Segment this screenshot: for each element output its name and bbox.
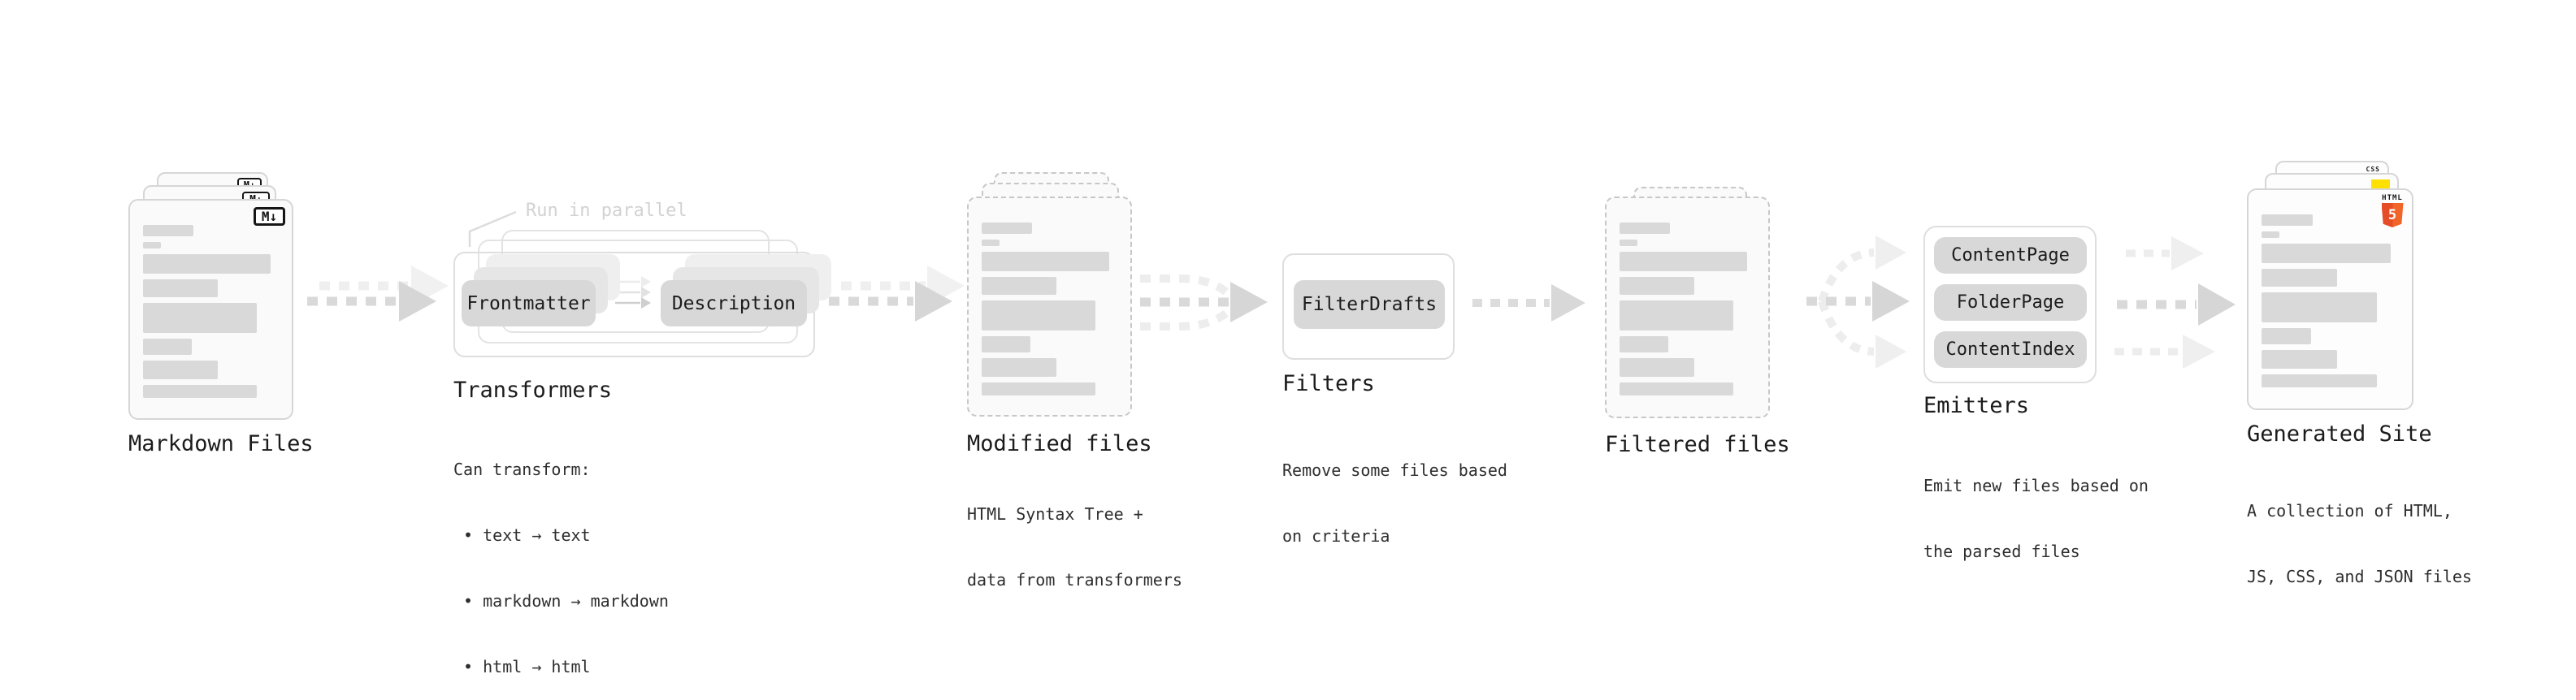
doc-content-placeholder	[969, 198, 1130, 395]
html5-icon-word: HTML	[2382, 194, 2403, 202]
filters-description-line: on criteria	[1282, 526, 1390, 546]
filtered-file-card	[1605, 197, 1770, 418]
placeholder-bar	[982, 240, 1000, 246]
section-label-generated-site: Generated Site	[2247, 421, 2432, 447]
transformers-description-line: • html → html	[453, 657, 591, 676]
generated-site-description-line: JS, CSS, and JSON files	[2247, 567, 2472, 586]
contentindex-node: ContentIndex	[1934, 331, 2087, 368]
placeholder-bar	[2262, 292, 2377, 322]
placeholder-bar	[1620, 336, 1669, 352]
markdown-file-card: M↓	[128, 199, 293, 420]
arrow-emitters-to-site-middle	[2117, 283, 2236, 326]
arrow-markdown-to-transformers	[307, 281, 436, 322]
placeholder-bar	[143, 385, 258, 398]
css-file-icon: CSS	[2366, 166, 2380, 173]
arrow-transformers-to-modified	[829, 281, 952, 322]
folderpage-node: FolderPage	[1934, 284, 2087, 321]
modified-files-description: HTML Syntax Tree + data from transformer…	[967, 460, 1182, 613]
transformers-description: Can transform: • text → text • markdown …	[453, 415, 669, 700]
arrow-filtered-to-emitters	[1806, 281, 1910, 322]
placeholder-bar	[2262, 269, 2337, 287]
arrow-modified-to-filters-merge-top	[1140, 274, 1235, 300]
html5-icon-shield: 5	[2381, 203, 2404, 227]
placeholder-bar	[982, 300, 1096, 331]
arrow-modified-to-filters	[1140, 282, 1268, 322]
section-label-markdown-files: Markdown Files	[128, 431, 314, 456]
generated-site-description-line: A collection of HTML,	[2247, 501, 2452, 521]
modified-file-card	[967, 197, 1132, 417]
arrow-modified-to-filters-merge-bottom	[1140, 305, 1235, 331]
generated-html-file-card: HTML 5	[2247, 188, 2413, 410]
generated-site-description: A collection of HTML, JS, CSS, and JSON …	[2247, 456, 2472, 610]
flow-arrows-layer	[307, 210, 2236, 369]
placeholder-bar	[143, 254, 271, 274]
doc-content-placeholder	[2249, 190, 2412, 387]
run-in-parallel-annotation: Run in parallel	[526, 201, 687, 221]
arrow-emitters-to-site-bottom	[2114, 335, 2215, 369]
placeholder-bar	[143, 225, 193, 236]
modified-files-description-line: data from transformers	[967, 570, 1182, 590]
run-in-parallel-callout-line	[468, 210, 517, 247]
arrow-frontmatter-to-description-3	[615, 297, 651, 309]
placeholder-bar	[982, 336, 1031, 352]
frontmatter-node: Frontmatter	[462, 280, 596, 326]
arrow-filtered-to-emitters-branch-top	[1818, 235, 1906, 303]
filters-description-line: Remove some files based	[1282, 460, 1507, 480]
section-label-filtered-files: Filtered files	[1605, 432, 1790, 457]
section-label-transformers: Transformers	[453, 378, 613, 403]
placeholder-bar	[1620, 358, 1694, 377]
section-label-filters: Filters	[1282, 371, 1375, 396]
placeholder-bar	[982, 382, 1096, 395]
placeholder-bar	[2262, 244, 2391, 263]
html5-icon: HTML 5	[2379, 194, 2406, 227]
doc-content-placeholder	[130, 201, 292, 398]
arrow-filtered-to-emitters-branch-bottom	[1818, 300, 1906, 369]
pipeline-diagram: { "diagram": { "markdown_files": { "labe…	[128, 161, 2472, 676]
placeholder-bar	[143, 339, 193, 355]
placeholder-bar	[2262, 374, 2377, 387]
js-file-icon	[2371, 179, 2390, 189]
placeholder-bar	[2262, 328, 2311, 344]
markdown-icon: M↓	[254, 207, 285, 226]
modified-files-description-line: HTML Syntax Tree +	[967, 504, 1143, 524]
placeholder-bar	[1620, 240, 1637, 246]
emitters-description-line: the parsed files	[1923, 542, 2080, 561]
placeholder-bar	[982, 277, 1056, 295]
placeholder-bar	[1620, 277, 1694, 295]
placeholder-bar	[143, 242, 161, 248]
transformers-description-line: Can transform:	[453, 460, 591, 479]
transformers-description-line: • markdown → markdown	[453, 591, 669, 611]
placeholder-bar	[143, 279, 218, 297]
placeholder-bar	[982, 252, 1109, 271]
placeholder-bar	[143, 361, 218, 379]
filters-description: Remove some files based on criteria	[1282, 416, 1507, 569]
placeholder-bar	[1620, 382, 1734, 395]
contentpage-node: ContentPage	[1934, 237, 2087, 274]
description-node: Description	[661, 280, 807, 326]
placeholder-bar	[1620, 223, 1670, 234]
placeholder-bar	[2262, 350, 2337, 369]
placeholder-bar	[143, 303, 258, 333]
section-label-emitters: Emitters	[1923, 393, 2030, 418]
arrow-emitters-to-site-top	[2126, 236, 2204, 270]
transformers-description-line: • text → text	[453, 525, 591, 545]
placeholder-bar	[1620, 300, 1734, 331]
placeholder-bar	[1620, 252, 1747, 271]
section-label-modified-files: Modified files	[967, 431, 1152, 456]
placeholder-bar	[982, 358, 1056, 377]
arrow-filters-to-filtered	[1472, 284, 1585, 322]
placeholder-bar	[2262, 231, 2279, 238]
placeholder-bar	[982, 223, 1032, 234]
filterdrafts-node: FilterDrafts	[1294, 280, 1445, 329]
emitters-description-line: Emit new files based on	[1923, 476, 2149, 495]
placeholder-bar	[2262, 214, 2313, 226]
emitters-description: Emit new files based on the parsed files	[1923, 431, 2149, 585]
doc-content-placeholder	[1607, 198, 1768, 395]
